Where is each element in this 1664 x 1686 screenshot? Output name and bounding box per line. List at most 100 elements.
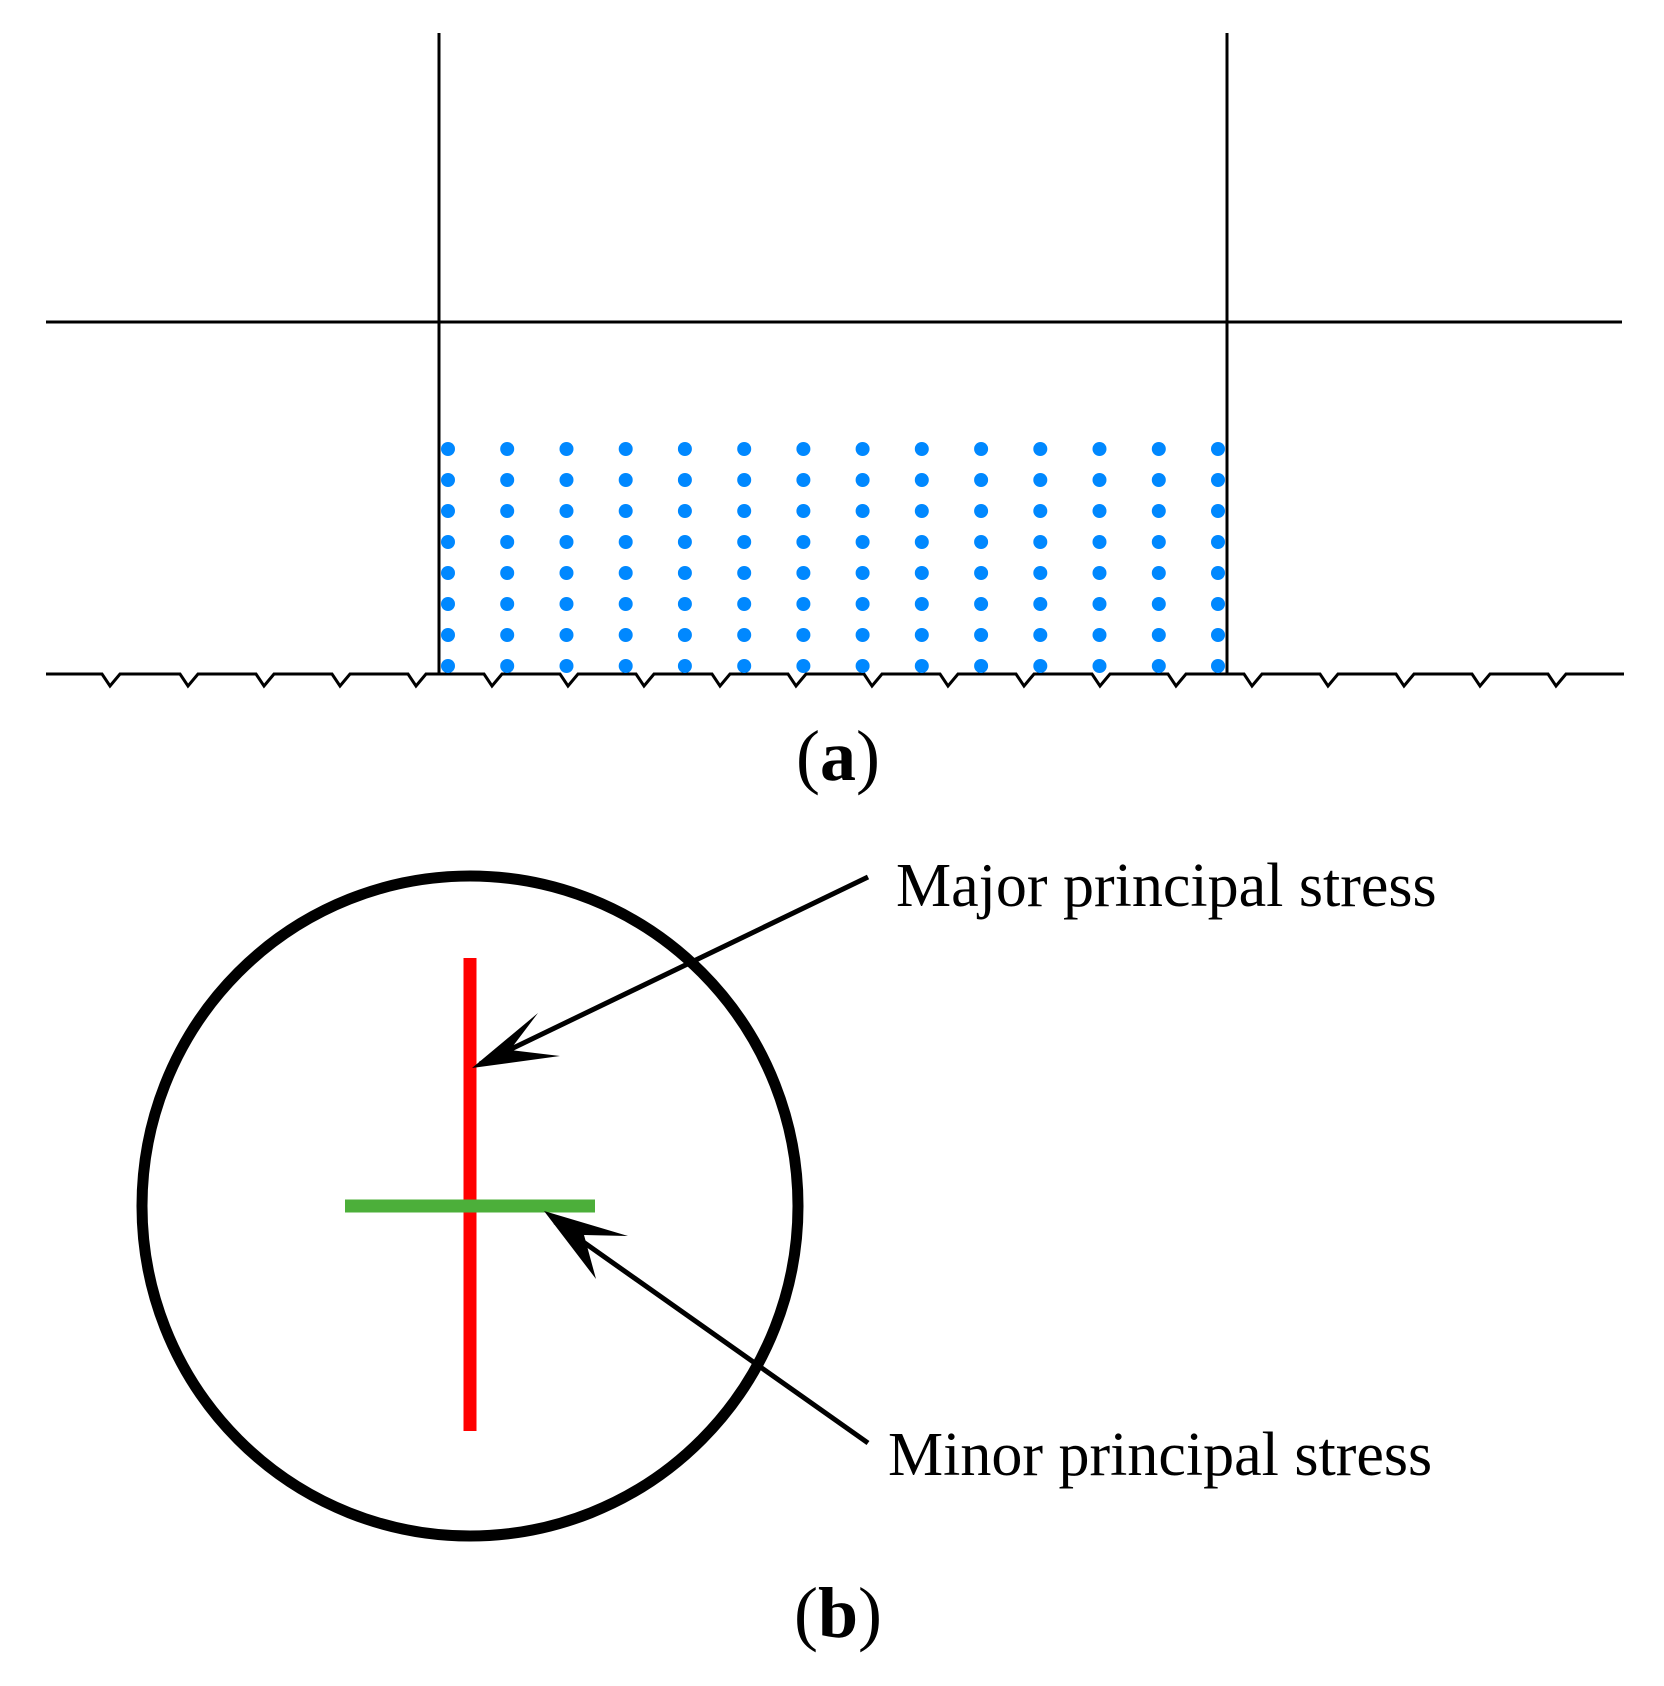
panel-b-label: (b) (794, 1573, 882, 1653)
particle (1092, 566, 1107, 580)
particle (914, 535, 929, 549)
particle (1033, 628, 1048, 642)
particle (855, 473, 870, 487)
particle (441, 504, 455, 518)
particle (914, 659, 929, 673)
major-arrow-line (478, 874, 870, 1067)
particle (1092, 473, 1107, 487)
particle-grid (441, 442, 1225, 673)
particle (737, 659, 752, 673)
particle (441, 473, 455, 487)
particle (618, 473, 633, 487)
minor-arrow-head (544, 1211, 628, 1279)
particle (1033, 535, 1048, 549)
particle (559, 504, 574, 518)
particle (559, 473, 574, 487)
panel-a-label: (a) (796, 716, 880, 796)
particle (500, 473, 515, 487)
particle (1151, 535, 1166, 549)
panel-a-label-close: ) (856, 716, 880, 796)
particle (914, 566, 929, 580)
particle (974, 628, 989, 642)
particle (618, 628, 633, 642)
particle (677, 535, 692, 549)
particle (1211, 566, 1225, 580)
particle (1211, 597, 1225, 611)
particle (1092, 628, 1107, 642)
particle (855, 442, 870, 456)
particle (974, 504, 989, 518)
particle (559, 628, 574, 642)
particle (559, 442, 574, 456)
particle (974, 442, 989, 456)
particle (1211, 628, 1225, 642)
particle (677, 566, 692, 580)
particle (855, 504, 870, 518)
panel-a: (a) (46, 33, 1624, 796)
particle (500, 504, 515, 518)
particle (677, 628, 692, 642)
particle (737, 442, 752, 456)
particle (677, 442, 692, 456)
particle (1033, 659, 1048, 673)
particle (1092, 659, 1107, 673)
particle (914, 628, 929, 642)
particle (796, 473, 811, 487)
particle (1033, 473, 1048, 487)
particle (1033, 442, 1048, 456)
panel-b-label-letter: b (818, 1573, 858, 1653)
particle (500, 442, 515, 456)
particle (1211, 504, 1225, 518)
particle (677, 504, 692, 518)
minor-arrow-line (553, 1219, 870, 1446)
particle (855, 659, 870, 673)
particle (796, 504, 811, 518)
particle (974, 659, 989, 673)
particle (559, 535, 574, 549)
particle (1211, 473, 1225, 487)
particle (618, 566, 633, 580)
particle (974, 473, 989, 487)
particle (441, 442, 455, 456)
particle (737, 504, 752, 518)
particle (1092, 442, 1107, 456)
particle (441, 659, 455, 673)
minor-stress-label: Minor principal stress (888, 1421, 1432, 1489)
particle (914, 473, 929, 487)
particle (441, 597, 455, 611)
particle (618, 597, 633, 611)
particle (974, 535, 989, 549)
particle (1151, 442, 1166, 456)
particle (618, 442, 633, 456)
panel-b-label-open: ( (794, 1573, 818, 1653)
particle (1092, 535, 1107, 549)
particle (914, 504, 929, 518)
particle (500, 566, 515, 580)
particle (974, 566, 989, 580)
particle (796, 566, 811, 580)
particle (974, 597, 989, 611)
particle (441, 535, 455, 549)
particle (796, 442, 811, 456)
particle (1211, 535, 1225, 549)
particle (441, 628, 455, 642)
particle (1092, 597, 1107, 611)
particle (1211, 659, 1225, 673)
particle (1151, 597, 1166, 611)
particle (796, 535, 811, 549)
ground-line (46, 672, 1624, 689)
major-arrow-head (472, 1013, 560, 1068)
particle (1151, 473, 1166, 487)
particle (737, 566, 752, 580)
particle (796, 659, 811, 673)
particle (1151, 659, 1166, 673)
particle (1033, 566, 1048, 580)
particle (618, 504, 633, 518)
particle (677, 473, 692, 487)
particle (1151, 566, 1166, 580)
particle (1211, 442, 1225, 456)
panel-b: Major principal stress Minor principal s… (136, 852, 1437, 1653)
particle (1033, 597, 1048, 611)
particle (737, 628, 752, 642)
